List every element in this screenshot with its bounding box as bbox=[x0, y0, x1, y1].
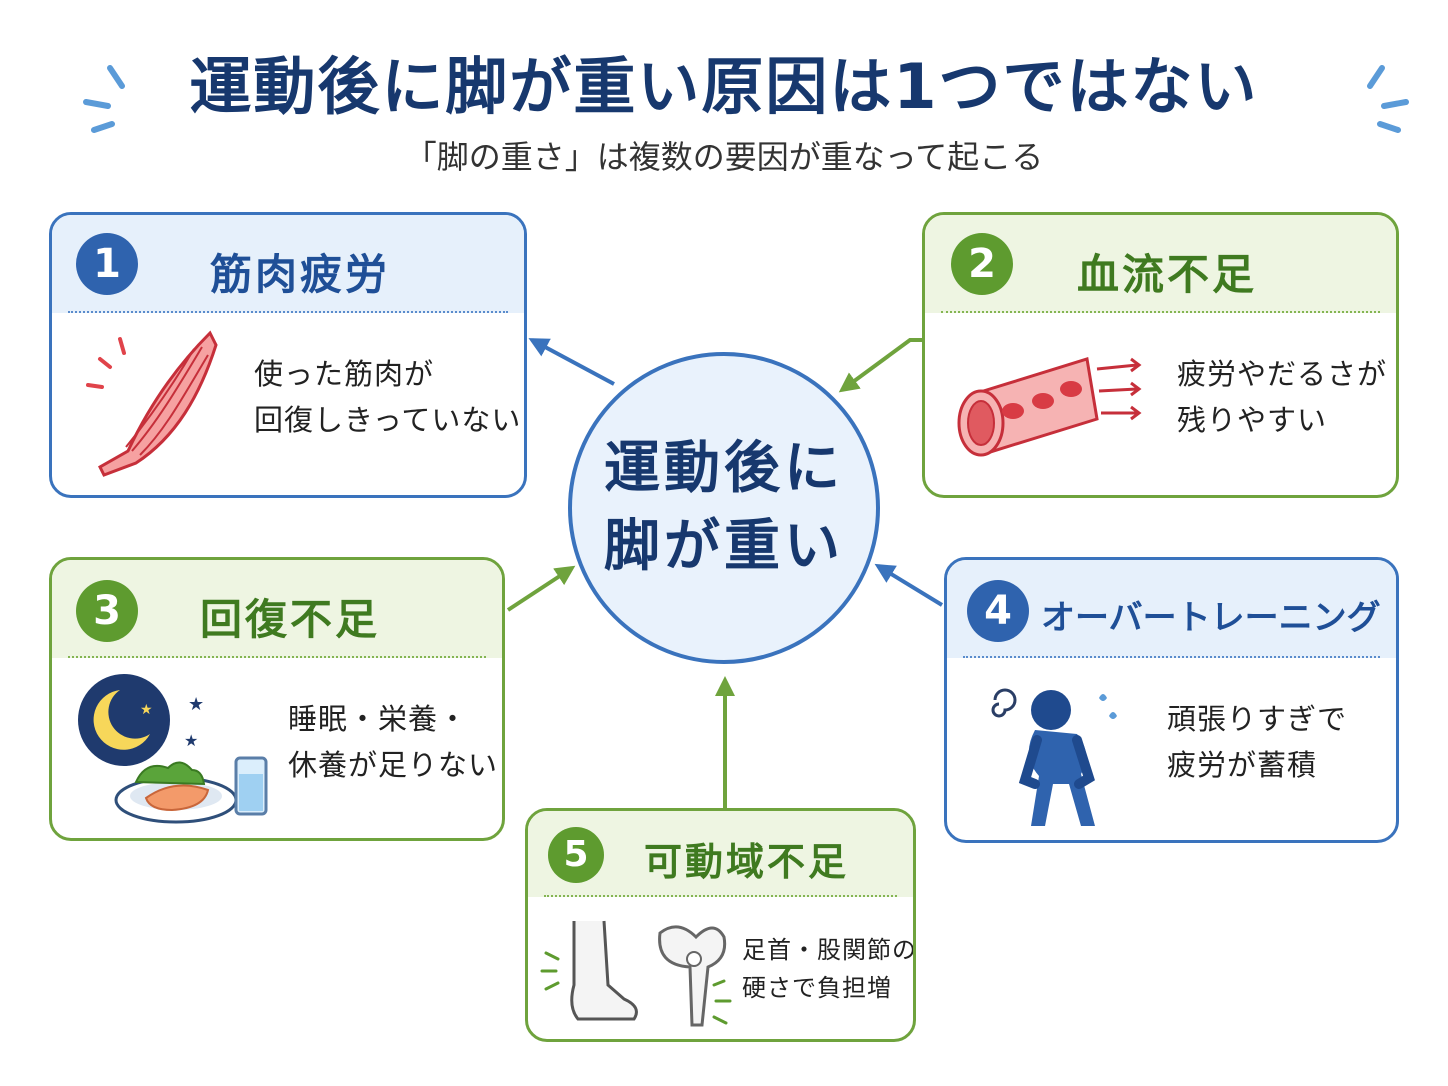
card-title: 回復不足 bbox=[200, 595, 381, 644]
arrow-card-2-to-center bbox=[838, 338, 922, 393]
center-hub: 運動後に 脚が重い bbox=[568, 352, 880, 664]
description-line-2: 休養が足りない bbox=[288, 748, 499, 783]
blood-vessel-icon bbox=[957, 357, 1142, 457]
description-line-2: 疲労が蓄積 bbox=[1167, 748, 1318, 783]
card-header: 3 回復不足 bbox=[52, 560, 502, 658]
card-title: 筋肉疲労 bbox=[210, 250, 391, 299]
card-description: 頑張りすぎで 疲労が蓄積 bbox=[1167, 696, 1347, 789]
svg-text:★: ★ bbox=[188, 694, 204, 715]
sparkle-right-icon bbox=[1367, 65, 1409, 133]
card-title: オーバートレーニング bbox=[1041, 598, 1381, 638]
number-badge: 3 bbox=[76, 580, 138, 642]
card-description: 足首・股関節の 硬さで負担増 bbox=[742, 931, 916, 1008]
moon-meal-water-icon: ★ ★ ★ bbox=[78, 674, 268, 824]
center-line-1: 運動後に bbox=[604, 435, 844, 501]
card-header: 4 オーバートレーニング bbox=[947, 560, 1396, 658]
sparkle-left-icon bbox=[83, 65, 125, 133]
page-subtitle: 「脚の重さ」は複数の要因が重なって起こる bbox=[404, 138, 1044, 176]
cause-card-1: 1 筋肉疲労 使った筋肉が 回復しきっていない bbox=[49, 212, 527, 498]
description-line-2: 残りやすい bbox=[1177, 403, 1328, 438]
description-line-1: 頑張りすぎで bbox=[1167, 702, 1348, 736]
center-line-2: 脚が重い bbox=[604, 514, 844, 579]
arrow-card-4-to-center bbox=[874, 563, 944, 607]
cause-card-3: 3 回復不足 ★ ★ ★ 睡眠・栄養・ 休養が足りない bbox=[49, 557, 505, 841]
number-badge: 1 bbox=[76, 233, 138, 295]
description-line-1: 使った筋肉が bbox=[254, 357, 435, 391]
number-badge: 2 bbox=[951, 233, 1013, 295]
card-description: 睡眠・栄養・ 休養が足りない bbox=[288, 696, 498, 789]
description-line-1: 疲労やだるさが bbox=[1177, 357, 1388, 391]
card-description: 疲労やだるさが 残りやすい bbox=[1177, 351, 1387, 444]
card-header: 5 可動域不足 bbox=[528, 811, 913, 897]
card-header: 1 筋肉疲労 bbox=[52, 215, 524, 313]
description-line-1: 足首・股関節の bbox=[742, 936, 916, 964]
description-line-2: 回復しきっていない bbox=[254, 403, 522, 438]
foot-hip-joint-icon bbox=[540, 920, 732, 1027]
exhausted-person-icon bbox=[991, 688, 1117, 826]
svg-text:★: ★ bbox=[140, 702, 153, 718]
arrow-center-to-card-1 bbox=[528, 338, 615, 386]
card-description: 使った筋肉が 回復しきっていない bbox=[254, 351, 521, 444]
arrow-card-3-to-center bbox=[506, 565, 576, 612]
number-badge: 5 bbox=[548, 827, 604, 883]
description-line-2: 硬さで負担増 bbox=[742, 974, 892, 1003]
description-line-1: 睡眠・栄養・ bbox=[288, 702, 469, 736]
page-title: 運動後に脚が重い原因は1つではない bbox=[189, 50, 1259, 123]
card-title: 血流不足 bbox=[1077, 250, 1258, 299]
cause-card-4: 4 オーバートレーニング 頑張りすぎで 疲労が蓄積 bbox=[944, 557, 1399, 843]
card-title: 可動域不足 bbox=[644, 840, 850, 884]
cause-card-5: 5 可動域不足 足首・股関節の 硬さで負担増 bbox=[525, 808, 916, 1042]
card-header: 2 血流不足 bbox=[925, 215, 1396, 313]
number-badge: 4 bbox=[967, 580, 1029, 642]
svg-text:★: ★ bbox=[184, 731, 198, 750]
cause-card-2: 2 血流不足 疲労やだるさが 残りやすい bbox=[922, 212, 1399, 498]
muscle-icon bbox=[86, 330, 218, 477]
